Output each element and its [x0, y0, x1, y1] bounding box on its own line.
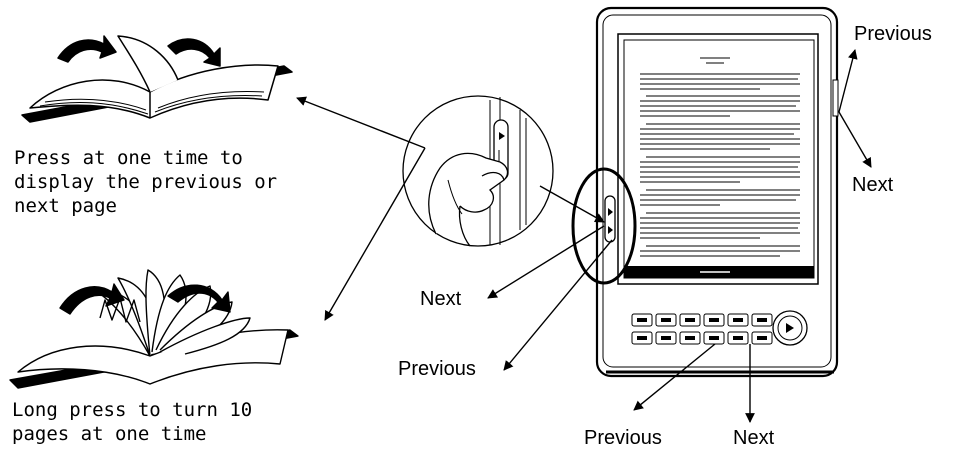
hand-pressing-button-icon — [402, 95, 554, 247]
keypad — [631, 310, 808, 346]
button-highlight-ellipse — [571, 167, 637, 285]
left-next-label: Next — [420, 288, 462, 310]
bottom-next-label: Next — [733, 427, 775, 449]
side-previous-label: Previous — [854, 23, 932, 45]
page-flip-book-icon — [21, 35, 293, 123]
ereader-device-icon — [595, 6, 839, 378]
side-next-label: Next — [852, 174, 894, 196]
screen-text-block — [640, 57, 800, 257]
left-previous-label: Previous — [398, 358, 476, 380]
single-press-caption: Press at one time to display the previou… — [14, 147, 278, 217]
callout-arrows — [296, 49, 872, 423]
fanned-pages-book-icon — [9, 269, 299, 389]
long-press-caption: Long press to turn 10 pages at one time — [12, 399, 253, 445]
bottom-previous-label: Previous — [584, 427, 662, 449]
